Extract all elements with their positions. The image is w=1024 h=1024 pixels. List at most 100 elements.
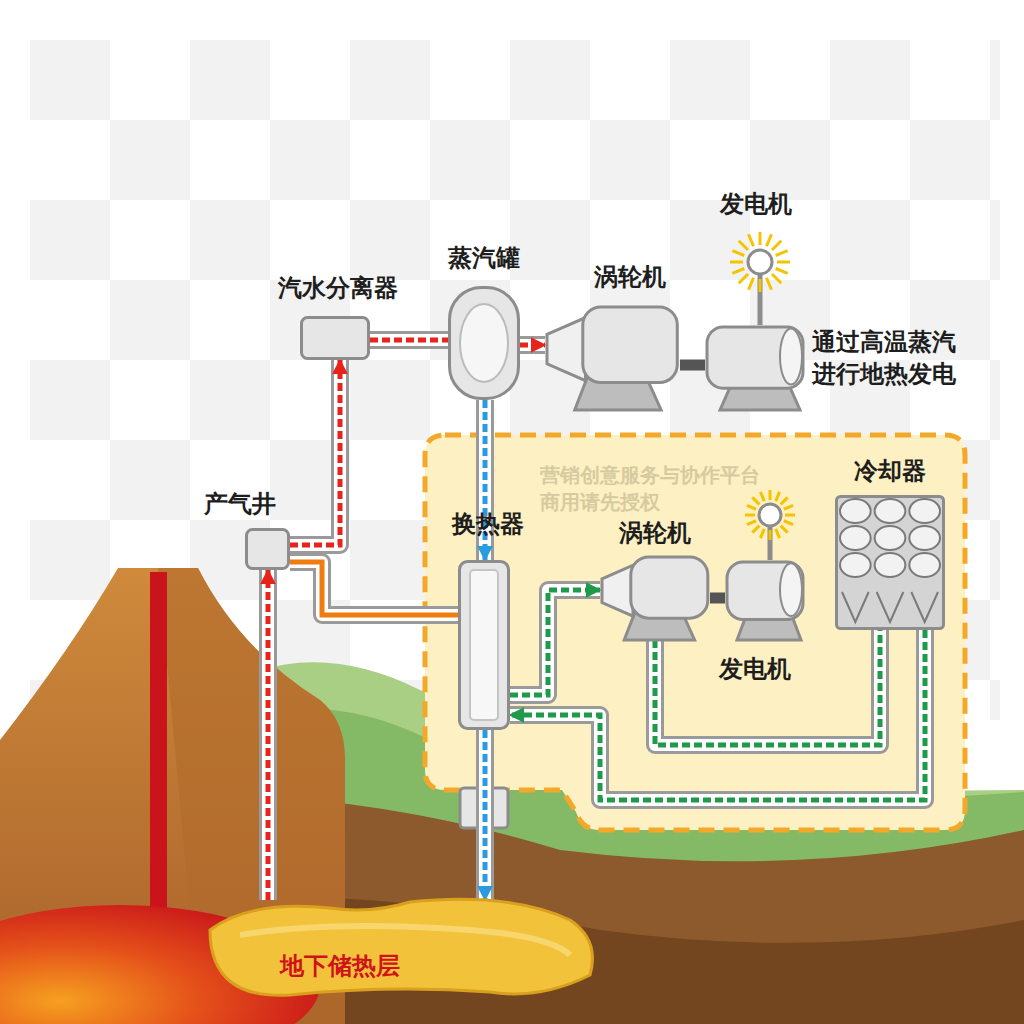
lamp-ray [732,269,744,274]
lamp-ray [767,278,772,290]
cool-part [909,526,940,550]
gen-part [727,562,803,620]
turb-part [547,318,586,381]
lamp-ray [752,497,759,504]
lamp-ray [772,241,781,250]
heat-reservoir: 地下储热层 [210,900,600,1000]
steam-tank: 蒸汽罐 [448,286,520,400]
turb-part [631,557,708,618]
pipe-connector [485,730,486,900]
pipe-bore [290,562,458,615]
lamp-ray [759,232,762,245]
lamp-ray [739,274,748,283]
gen-part [780,563,802,616]
pipe-wall [290,562,458,615]
caption-note: 通过高温蒸汽进行地热发电 [812,326,968,391]
lamp-ray [776,251,788,256]
lamp-ray [784,505,793,509]
flow-line [510,630,925,800]
lamp-ray [749,234,754,246]
cool-part [877,592,904,622]
watermark: 商用请先授权 [540,489,660,516]
turb-part [583,307,678,383]
shape-outline [725,560,805,640]
pipe-connector [510,630,925,800]
shape-outline [835,495,945,630]
lamp-ray [747,521,756,525]
lamp-ray [749,278,754,290]
cool-part [840,499,871,523]
lamp-ray [785,514,795,517]
component-label: 涡轮机 [619,519,691,548]
pipe-connector [710,598,725,599]
pipe-connector [290,562,458,615]
cool-part [840,526,871,550]
shape-outline [705,325,805,410]
pipe-wall [655,630,880,745]
lamp-ray [776,492,780,501]
pipe-bore [290,360,340,545]
shaft [680,360,705,371]
component-label: 发电机 [720,190,792,219]
lamp-ray [730,261,743,264]
pipe-connector [655,630,880,745]
cool-part [875,553,906,577]
lamp-ray [769,490,772,500]
cool-part [909,499,940,523]
cool-part [875,526,906,550]
shape-outline [545,305,680,410]
flow-line [520,343,545,348]
shape-outline [458,560,510,730]
sep-part [302,318,369,359]
flow-line [483,730,488,900]
pipe-wall [290,360,340,545]
well-part [247,530,289,569]
component-label: 蒸汽罐 [448,244,520,273]
production-well: 产气井 [245,528,290,570]
yellow-region [425,435,965,830]
flow-line [290,360,340,545]
turbine: 涡轮机 [600,555,710,640]
pipe-connector [680,365,705,366]
pipe-bore [262,570,274,900]
flow-line [510,590,600,695]
pipe-wall [370,331,448,349]
cool-part [909,553,940,577]
cool-part [840,553,871,577]
lamp-ray [747,505,756,509]
lamp-top [730,232,790,325]
pipe-connector [520,345,545,346]
heat-exchanger: 换热器 [458,560,510,730]
pipe-bore [655,630,880,745]
shape-outline [210,900,600,1000]
lamp-ray [776,269,788,274]
pipe-connector [290,360,340,545]
res-part [210,899,593,995]
lamp-ray [759,279,762,292]
lamp-ray [777,261,790,264]
gen-part [780,328,802,384]
pipe-wall [476,730,494,900]
generator: 发电机 [725,560,805,640]
component-label: 地下储热层 [280,952,400,981]
shape-outline [245,528,290,570]
pipe-wall [510,630,925,800]
turb-part [602,565,633,616]
exch-part [460,562,509,729]
cool-part [875,499,906,523]
lamp-ray [781,526,788,533]
gen-part [707,327,803,388]
cool-part [911,592,938,622]
magma-conduit [150,572,167,932]
component-label: 冷却器 [854,457,926,486]
component-label: 涡轮机 [594,263,666,292]
pipe-wall [520,336,545,354]
tank-part [460,304,508,382]
lamp-lower [745,490,795,560]
pipe-connector [370,340,448,341]
pipe-wall [259,570,277,900]
shape-outline [300,316,370,360]
cooler: 冷却器 [835,495,945,630]
res-part [240,926,570,955]
tank-part [450,288,519,399]
